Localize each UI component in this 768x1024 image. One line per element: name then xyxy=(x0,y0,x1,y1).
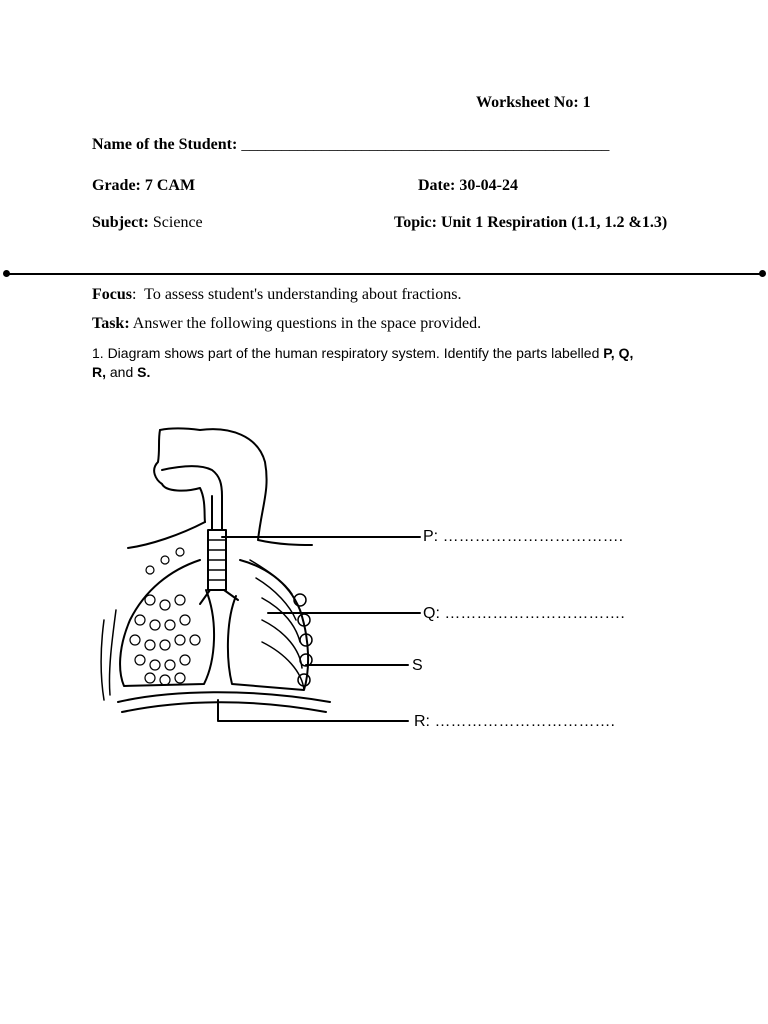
diaphragm xyxy=(118,692,330,702)
label-S: S xyxy=(412,657,423,675)
label-P[interactable]: P: ……………………………. xyxy=(423,528,623,546)
head-outline xyxy=(160,429,312,546)
label-R[interactable]: R: ……………………………. xyxy=(414,713,615,731)
lung-left xyxy=(120,560,214,686)
label-Q[interactable]: Q: ……………………………. xyxy=(423,605,625,623)
